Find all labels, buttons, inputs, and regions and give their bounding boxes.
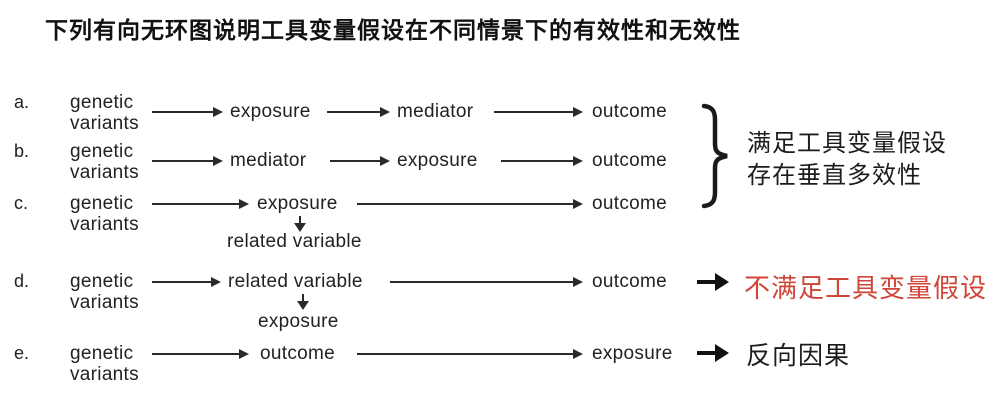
arrow-right-icon [390, 277, 583, 287]
curly-brace-icon [701, 103, 728, 209]
bold-arrow-right-icon [697, 344, 729, 362]
source-line2: variants [70, 214, 139, 235]
row-d-node-1: related variable [228, 271, 363, 292]
row-d-annotation: 不满足工具变量假设 [744, 273, 988, 303]
row-d-label: d. [14, 271, 30, 291]
row-d-source: genetic variants [70, 271, 139, 313]
arrow-right-icon [494, 107, 583, 117]
row-d-sub-node: exposure [258, 311, 339, 332]
source-line1: genetic [70, 343, 134, 364]
arrow-right-icon [501, 156, 583, 166]
row-b-label: b. [14, 141, 30, 161]
arrow-down-icon [297, 294, 309, 310]
source-line1: genetic [70, 92, 134, 113]
row-d-node-2: outcome [592, 271, 667, 292]
row-e-node-1: outcome [260, 343, 335, 364]
arrow-down-icon [294, 216, 306, 232]
row-a-label: a. [14, 92, 30, 112]
brace-annotation-line2: 存在垂直多效性 [747, 162, 922, 189]
row-e-label: e. [14, 343, 30, 363]
bold-arrow-right-icon [697, 273, 729, 291]
arrow-right-icon [152, 277, 221, 287]
arrow-right-icon [330, 156, 390, 166]
row-a-node-2: mediator [397, 101, 474, 122]
row-c-sub-node: related variable [227, 231, 362, 252]
row-b-node-1: mediator [230, 150, 307, 171]
row-e-node-2: exposure [592, 343, 673, 364]
source-line1: genetic [70, 193, 134, 214]
arrow-right-icon [152, 199, 249, 209]
row-b-node-3: outcome [592, 150, 667, 171]
arrow-right-icon [152, 107, 223, 117]
source-line2: variants [70, 364, 139, 385]
source-line2: variants [70, 162, 139, 183]
row-a-source: genetic variants [70, 92, 139, 134]
row-b-node-2: exposure [397, 150, 478, 171]
row-a-node-1: exposure [230, 101, 311, 122]
row-c-label: c. [14, 193, 29, 213]
row-c-node-2: outcome [592, 193, 667, 214]
row-e-annotation: 反向因果 [746, 342, 851, 370]
arrow-right-icon [152, 156, 223, 166]
source-line1: genetic [70, 141, 134, 162]
arrow-right-icon [152, 349, 249, 359]
row-a-node-3: outcome [592, 101, 667, 122]
source-line2: variants [70, 292, 139, 313]
row-c-node-1: exposure [257, 193, 338, 214]
row-c-source: genetic variants [70, 193, 139, 235]
brace-annotation-line1: 满足工具变量假设 [747, 130, 947, 157]
row-b-source: genetic variants [70, 141, 139, 183]
arrow-right-icon [357, 349, 583, 359]
page-title: 下列有向无环图说明工具变量假设在不同情景下的有效性和无效性 [45, 17, 741, 43]
row-e-source: genetic variants [70, 343, 139, 385]
arrow-right-icon [357, 199, 583, 209]
arrow-right-icon [327, 107, 390, 117]
source-line1: genetic [70, 271, 134, 292]
source-line2: variants [70, 113, 139, 134]
